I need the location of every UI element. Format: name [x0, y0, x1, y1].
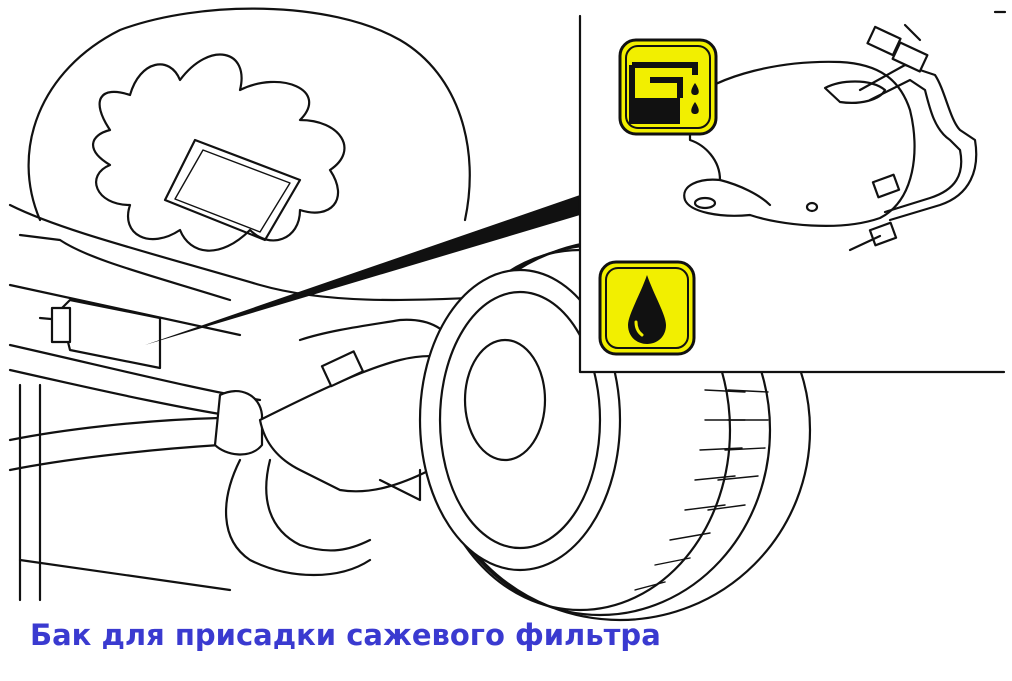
fluid-tank-level-icon	[618, 38, 718, 136]
rear-wheel	[418, 238, 812, 622]
fluid-drop-icon	[598, 260, 696, 356]
diagram-caption: Бак для присадки сажевого фильтра	[30, 618, 661, 652]
body-frame	[8, 203, 472, 602]
additive-tank	[38, 298, 162, 370]
spare-wheel-well	[27, 7, 471, 252]
